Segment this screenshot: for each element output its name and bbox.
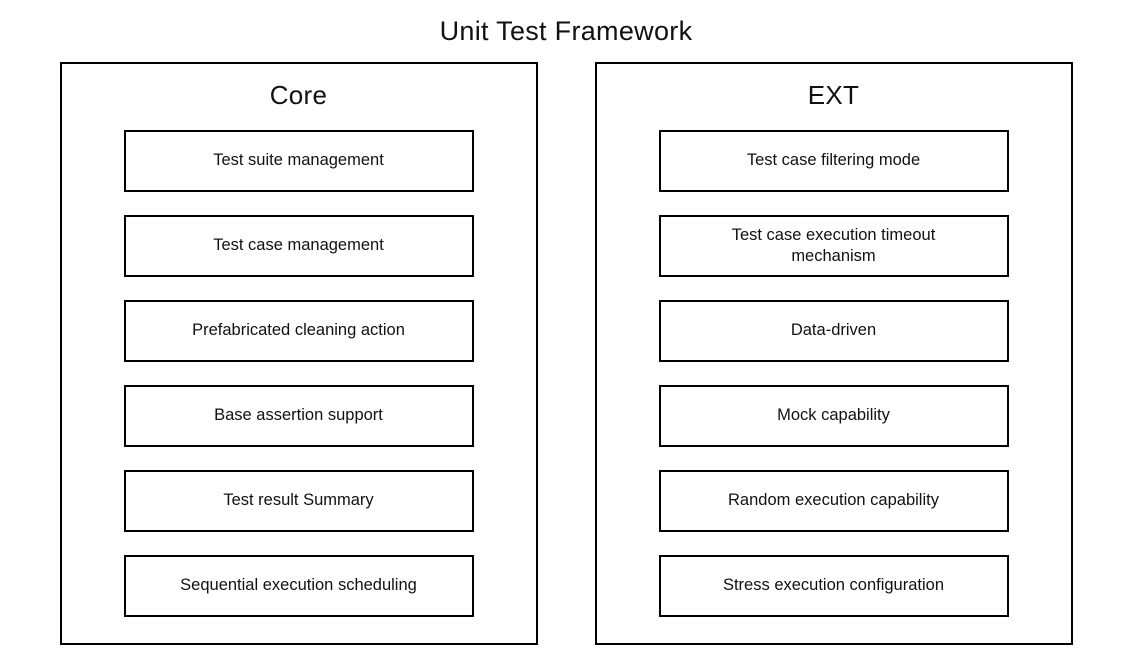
node-data-driven: Data-driven — [658, 300, 1009, 363]
node-label: Base assertion support — [214, 406, 383, 425]
node-sequential-execution-scheduling: Sequential execution scheduling — [123, 555, 474, 618]
node-label: Data-driven — [790, 321, 877, 340]
node-prefabricated-cleaning-action: Prefabricated cleaning action — [123, 300, 474, 363]
group-ext: EXT Test case filtering mode Test case e… — [594, 62, 1073, 645]
group-core-header: Core — [269, 80, 328, 110]
node-label: Test case filtering mode — [746, 151, 921, 170]
node-label: Test case execution timeout mechanism — [731, 225, 936, 266]
node-label: Sequential execution scheduling — [180, 576, 417, 595]
node-test-case-execution-timeout-mechanism: Test case execution timeout mechanism — [658, 215, 1009, 278]
node-random-execution-capability: Random execution capability — [658, 470, 1009, 533]
node-label: Test suite management — [213, 151, 384, 170]
node-test-case-filtering-mode: Test case filtering mode — [658, 130, 1009, 193]
node-test-result-summary: Test result Summary — [123, 470, 474, 533]
node-test-case-management: Test case management — [123, 215, 474, 278]
node-label: Mock capability — [777, 406, 890, 425]
node-label: Stress execution configuration — [722, 576, 945, 595]
node-base-assertion-support: Base assertion support — [123, 385, 474, 448]
node-label: Random execution capability — [728, 491, 939, 510]
node-label: Test case management — [213, 236, 384, 255]
diagram-columns: Core Test suite management Test case man… — [0, 62, 1132, 645]
diagram-title: Unit Test Framework — [439, 16, 693, 46]
group-ext-header: EXT — [807, 80, 860, 110]
node-label: Test result Summary — [223, 491, 374, 510]
node-label: Prefabricated cleaning action — [192, 321, 405, 340]
group-core: Core Test suite management Test case man… — [59, 62, 538, 645]
group-core-items: Test suite management Test case manageme… — [123, 130, 474, 618]
node-test-suite-management: Test suite management — [123, 130, 474, 193]
node-mock-capability: Mock capability — [658, 385, 1009, 448]
node-stress-execution-configuration: Stress execution configuration — [658, 555, 1009, 618]
group-ext-items: Test case filtering mode Test case execu… — [658, 130, 1009, 618]
